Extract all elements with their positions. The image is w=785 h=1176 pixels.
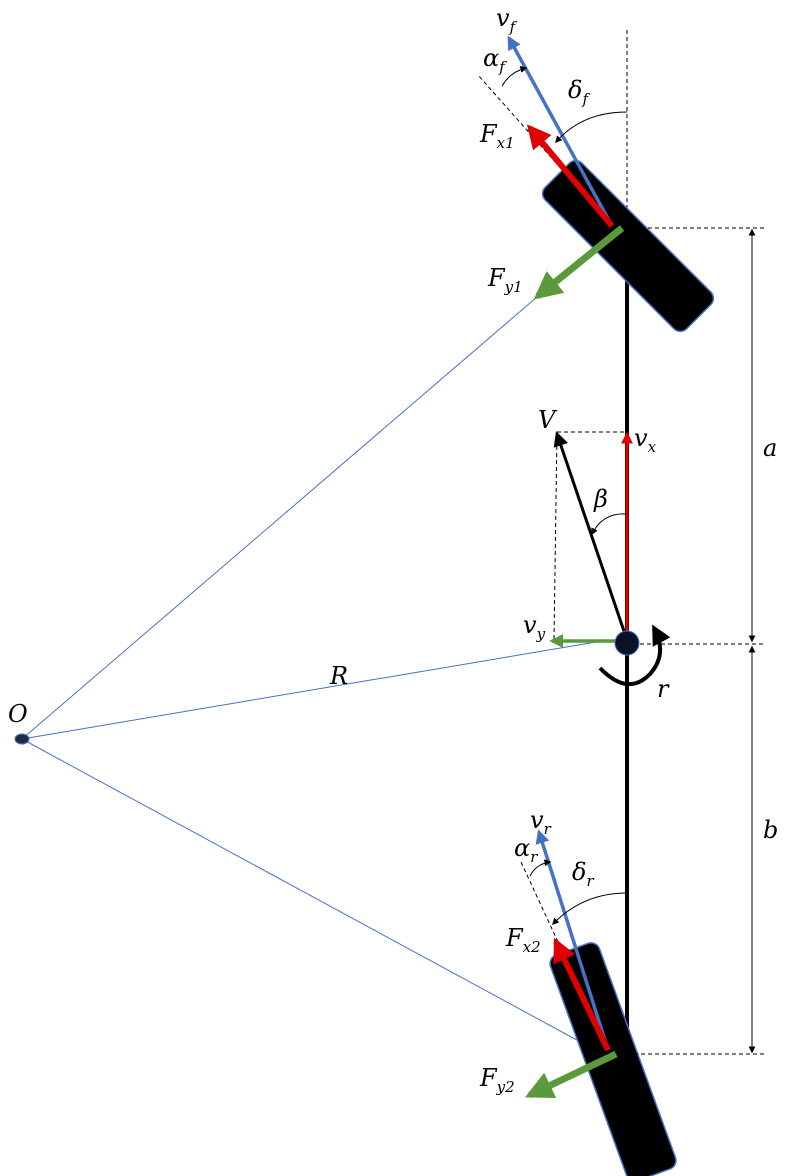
radius-line-front [21, 296, 538, 740]
label-vehicle-velocity: V [538, 406, 558, 434]
front-steer-angle-arc [555, 111, 628, 144]
radius-line-rear [21, 738, 587, 1046]
cg-vy-dashed-line [553, 431, 558, 641]
label-rear-lat-force: Fy2 [479, 1064, 515, 1096]
label-rear-velocity: vr [530, 806, 552, 838]
rear-slip-angle-arc [529, 859, 552, 877]
front-slip-angle-arc [501, 65, 528, 87]
front-long-force-arrow [526, 124, 615, 228]
rear-long-force-arrow [553, 937, 611, 1052]
label-long-velocity: vx [634, 424, 657, 456]
center-of-gravity [614, 630, 640, 656]
label-rear-slip: αr [514, 834, 538, 866]
label-sideslip: β [593, 485, 608, 513]
label-front-long-force: Fx1 [479, 120, 515, 152]
label-front-lat-force: Fy1 [487, 264, 523, 296]
yaw-rate-arc [598, 624, 671, 687]
label-front-velocity: vf [496, 4, 518, 36]
rear-lat-force-arrow [524, 1050, 618, 1099]
label-rear-long-force: Fx2 [505, 924, 541, 956]
vehicle-velocity-arrow [553, 431, 629, 641]
sideslip-angle-arc [591, 513, 628, 536]
turn-center-point [14, 733, 30, 745]
label-front-distance: a [763, 434, 777, 462]
label-turn-center: O [8, 700, 28, 728]
label-turn-radius: R [329, 662, 348, 690]
label-lat-velocity: vy [523, 611, 546, 643]
rear-steer-angle-arc [552, 892, 628, 926]
radius-line-cg [21, 640, 603, 740]
label-rear-steer: δr [572, 858, 594, 890]
front-lat-force-arrow [533, 225, 625, 300]
label-front-steer: δf [568, 76, 590, 108]
label-rear-distance: b [763, 816, 778, 844]
front-wheel [541, 159, 715, 333]
label-front-slip: αf [483, 44, 507, 76]
label-yaw-rate: r [657, 675, 670, 703]
